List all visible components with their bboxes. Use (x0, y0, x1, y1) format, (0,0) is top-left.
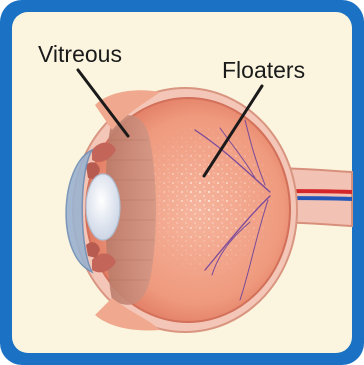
lens (86, 174, 120, 240)
label-floaters: Floaters (222, 57, 305, 83)
label-vitreous: Vitreous (38, 41, 122, 67)
